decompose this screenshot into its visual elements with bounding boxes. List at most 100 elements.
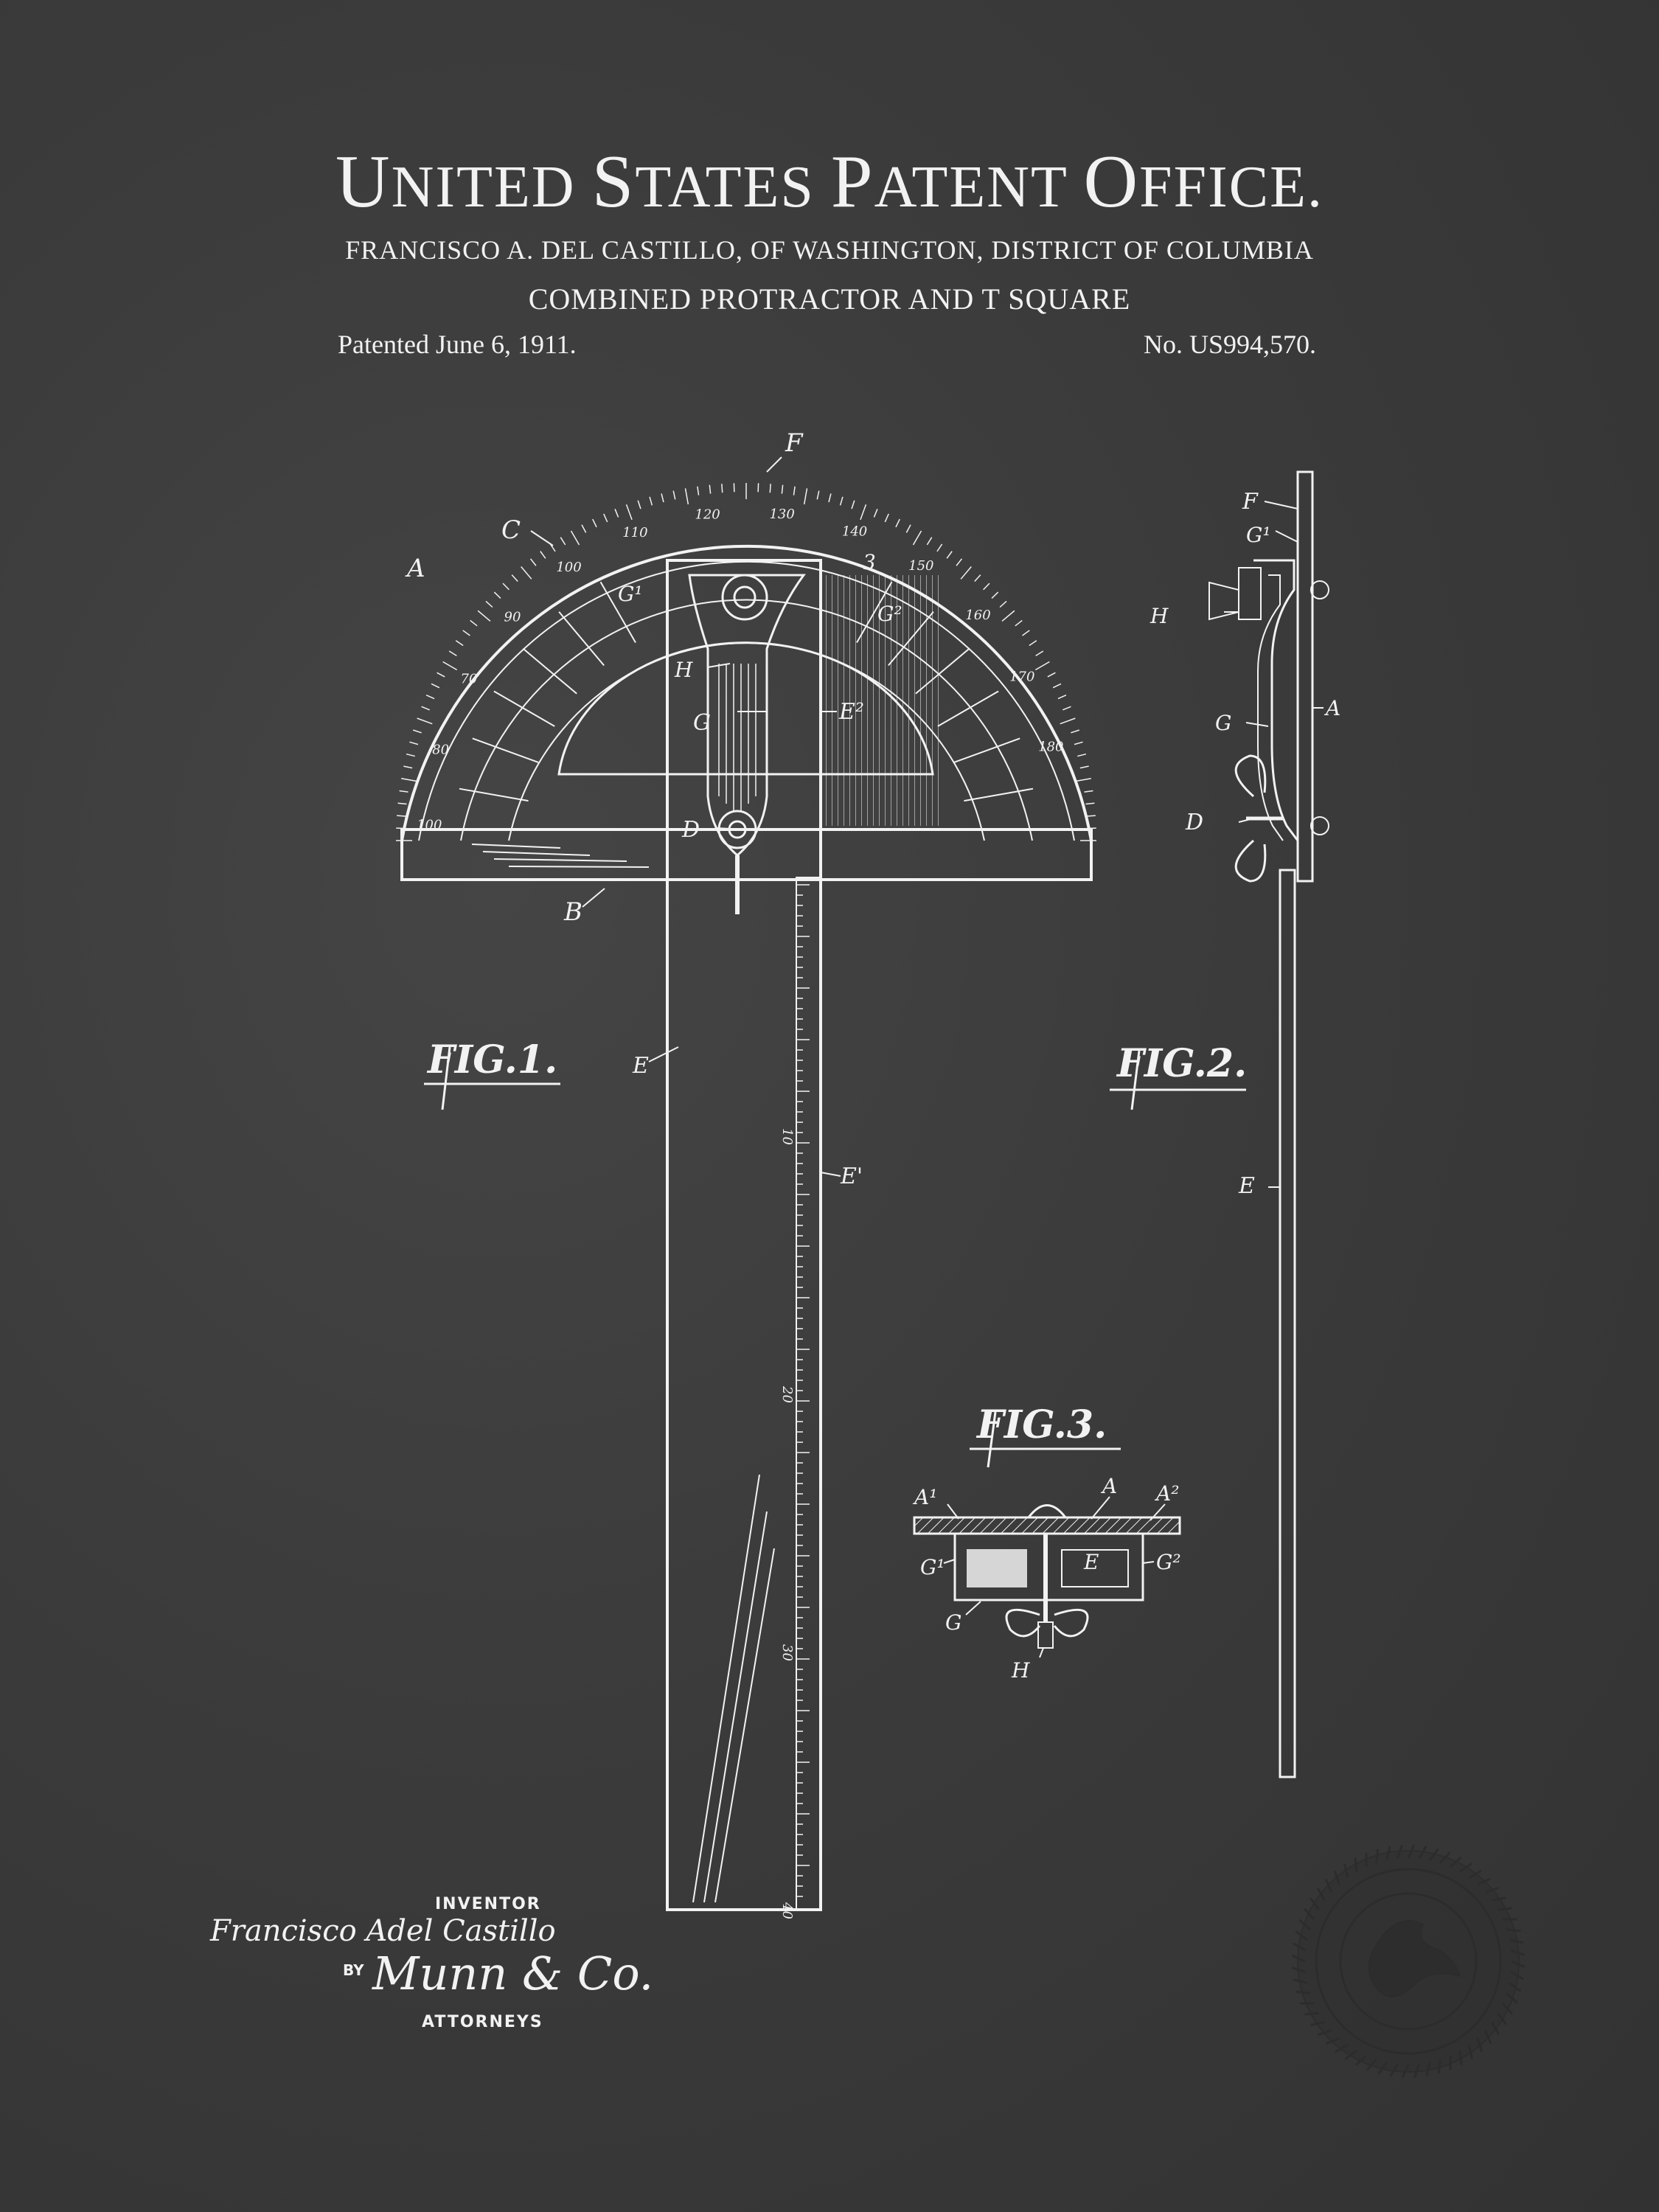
- ruler-number: 10: [779, 1128, 795, 1145]
- fig2-label-E: E: [1238, 1173, 1255, 1199]
- protractor-tick: [431, 683, 440, 689]
- label-H: H: [674, 658, 693, 682]
- protractor-tick: [946, 551, 953, 559]
- protractor-number: 130: [769, 507, 794, 522]
- ruler-strip: [796, 877, 821, 1910]
- fig3-label-G2: G²: [1156, 1550, 1181, 1574]
- seal-serration: [1389, 2063, 1399, 2077]
- fig3-caption: FIG.3.: [975, 1402, 1107, 1447]
- protractor-tick: [912, 530, 922, 546]
- fig3-drawing: [913, 1496, 1181, 1658]
- protractor-tick: [1084, 790, 1093, 793]
- protractor-tick: [803, 488, 808, 505]
- seal-serration: [1468, 1869, 1482, 1879]
- protractor-tick: [637, 500, 641, 509]
- label-G1: G¹: [618, 582, 643, 606]
- protractor-tick: [1077, 753, 1087, 757]
- protractor-tick: [560, 537, 566, 546]
- protractor-tick: [397, 815, 406, 817]
- protractor-tick: [905, 524, 911, 533]
- protractor-tick: [1074, 741, 1083, 745]
- protractor-tick: [581, 524, 587, 533]
- seal-serration: [1506, 1928, 1521, 1933]
- seal-serration: [1354, 2054, 1368, 2067]
- seal-serration: [1396, 1844, 1403, 1860]
- protractor-tick: [397, 802, 407, 805]
- seal-serration: [1293, 1942, 1307, 1952]
- protractor-tick: [470, 619, 478, 627]
- protractor-tick: [549, 543, 556, 552]
- protractor-tick: [455, 640, 464, 647]
- label-B: B: [563, 897, 582, 927]
- protractor-tick: [851, 500, 855, 509]
- fig2-wing-nut: [1234, 754, 1267, 883]
- protractor-tick: [437, 672, 445, 678]
- seal-serration: [1439, 1851, 1451, 1864]
- protractor-tick: [1071, 729, 1079, 734]
- seal-serration: [1344, 2050, 1357, 2060]
- seal-serration: [1490, 2021, 1500, 2035]
- protractor-tick: [502, 582, 509, 591]
- ruler-number: 20: [779, 1385, 795, 1403]
- seal-serration: [1385, 1846, 1391, 1861]
- protractor-tick: [649, 496, 653, 506]
- protractor-number: 160: [965, 608, 990, 623]
- protractor-tick: [828, 493, 832, 503]
- protractor-tick: [721, 484, 723, 493]
- protractor-tick: [936, 543, 943, 552]
- clamp-body: [688, 574, 806, 857]
- fig3-plate: [913, 1516, 1181, 1535]
- patent-number: No. US994,570.: [1143, 330, 1316, 359]
- fig3-label-G1: G¹: [920, 1555, 945, 1579]
- protractor-number: 100: [417, 818, 442, 833]
- protractor-tick: [1029, 640, 1037, 647]
- fig2-label-A: A: [1324, 696, 1340, 720]
- seal-serration: [1418, 1846, 1427, 1860]
- protractor-tick: [529, 558, 537, 566]
- pivot-screw-H: [721, 574, 768, 621]
- protractor-tick: [401, 778, 418, 782]
- protractor-degree-line: [888, 611, 934, 667]
- seal-serration: [1310, 2020, 1326, 2026]
- seal-serration: [1407, 1844, 1416, 1859]
- protractor-tick: [960, 566, 972, 580]
- protractor-degree-line: [459, 787, 529, 802]
- protractor-tick: [860, 504, 867, 521]
- protractor-number: 180: [1038, 740, 1063, 755]
- protractor-tick: [974, 574, 981, 582]
- seal-serration: [1325, 2037, 1340, 2045]
- label-A: A: [405, 554, 425, 583]
- office-title: UNITED STATES PATENT OFFICE.: [335, 140, 1324, 223]
- label-E1: E': [840, 1164, 863, 1189]
- protractor-tick: [425, 695, 435, 700]
- protractor-tick: [1022, 630, 1030, 636]
- protractor-number: 140: [842, 524, 867, 540]
- label-E2: E²: [838, 699, 864, 725]
- protractor-tick: [511, 574, 518, 582]
- seal-serration: [1510, 1949, 1526, 1956]
- protractor-inner-arc-1: [460, 599, 1033, 841]
- protractor-outer-arc: [400, 544, 1093, 841]
- protractor-tick: [873, 509, 878, 518]
- protractor-tick: [592, 518, 597, 528]
- protractor-degree-line: [856, 581, 893, 644]
- seal-serration: [1477, 1877, 1492, 1886]
- blade-shading: [692, 1474, 775, 1903]
- seal-serration: [1498, 1907, 1512, 1911]
- clamp-hatching: [718, 664, 757, 811]
- protractor-tick: [493, 591, 501, 599]
- protractor-tick: [895, 518, 900, 528]
- protractor-number: 70: [460, 672, 477, 687]
- patented-date: Patented June 6, 1911.: [338, 330, 577, 359]
- seal-serration: [1428, 1848, 1439, 1861]
- seal-serration: [1366, 2059, 1377, 2071]
- seal-serration: [1437, 2059, 1441, 2074]
- base-bar-shading: [471, 844, 650, 868]
- protractor-tick: [1001, 610, 1015, 622]
- ruler-ticks: [796, 884, 810, 1897]
- protractor-tick: [956, 558, 963, 566]
